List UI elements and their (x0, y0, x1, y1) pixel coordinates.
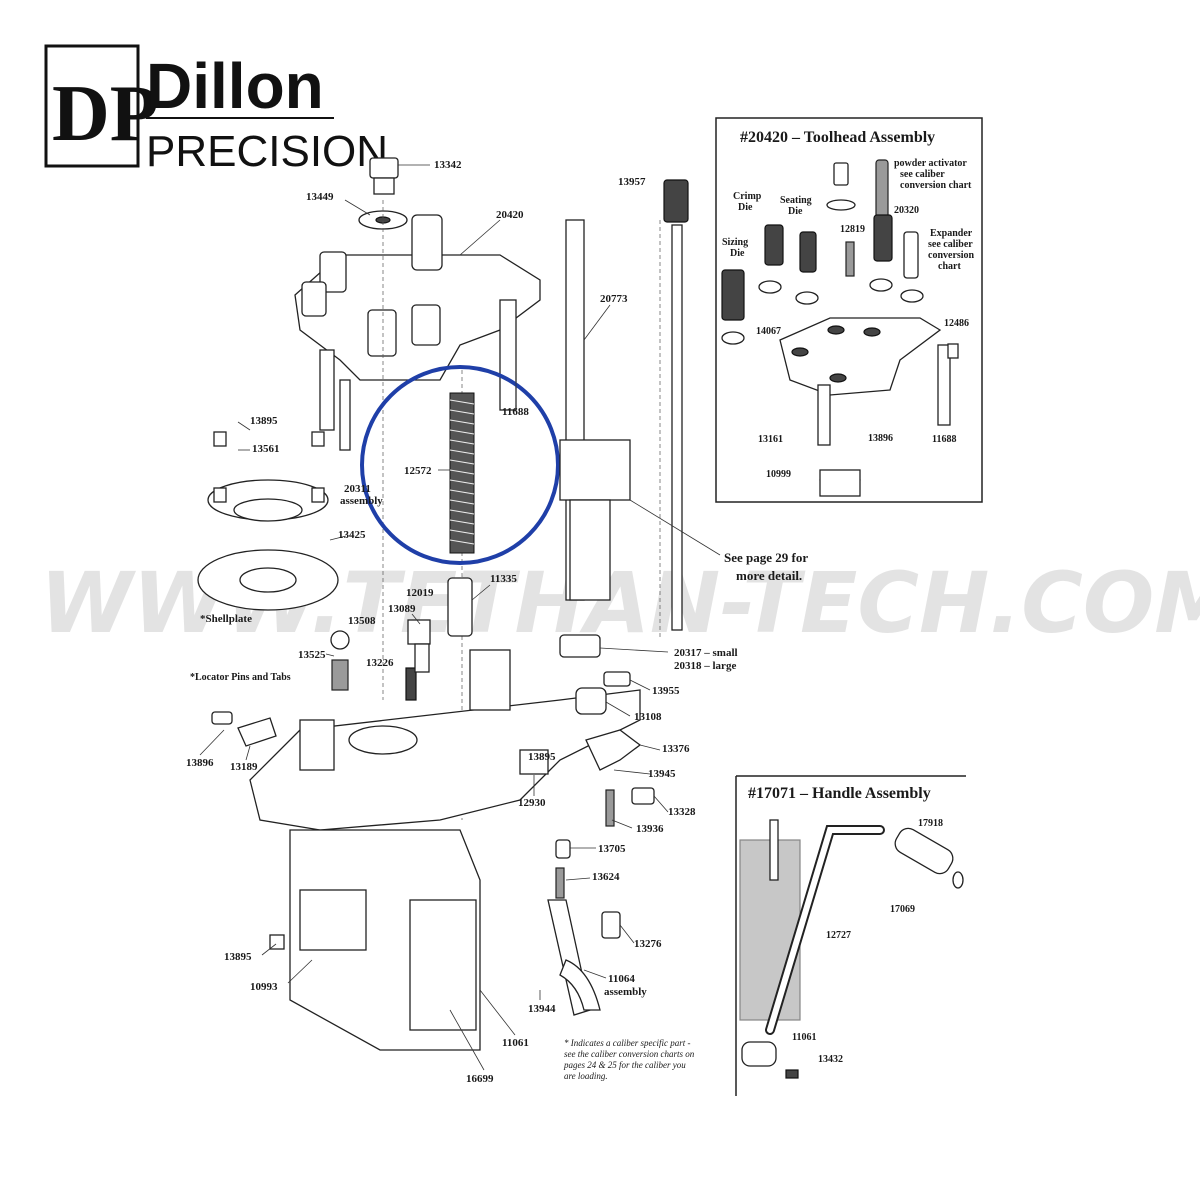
label-13226: 13226 (366, 657, 394, 669)
footnote-line-1: * Indicates a caliber specific part - (564, 1038, 690, 1048)
label-12019: 12019 (406, 587, 434, 599)
label-crimp: Crimp (733, 191, 762, 202)
label-17069: 17069 (890, 904, 915, 915)
label-13955: 13955 (652, 685, 680, 697)
label-13957: 13957 (618, 176, 646, 188)
footnote-line-3: pages 24 & 25 for the caliber you (563, 1060, 686, 1070)
logo-monogram: DP (52, 70, 159, 158)
label-13945: 13945 (648, 768, 676, 780)
label-11064: 11064 (608, 973, 635, 985)
label-expander-3: conversion (928, 250, 975, 261)
label-20773: 20773 (600, 293, 628, 305)
label-powder-2: see caliber (900, 169, 945, 180)
label-expander-4: chart (938, 261, 961, 272)
label-11688-th: 11688 (932, 434, 956, 445)
label-11064-assembly: assembly (604, 986, 647, 998)
label-20311-assembly: assembly (340, 495, 383, 507)
handle-assembly-box: #17071 – Handle Assembly 17918 17069 127… (735, 775, 966, 1096)
label-13189: 13189 (230, 761, 258, 773)
label-13161: 13161 (758, 434, 783, 445)
label-13561: 13561 (252, 443, 280, 455)
label-sizing-die: Die (730, 248, 745, 259)
see-page-line-1: See page 29 for (724, 550, 808, 565)
label-11335: 11335 (490, 573, 517, 585)
label-20317: 20317 – small (674, 647, 738, 659)
label-13895-a: 13895 (250, 415, 278, 427)
label-20420: 20420 (496, 209, 524, 221)
label-13108: 13108 (634, 711, 662, 723)
label-13508: 13508 (348, 615, 376, 627)
handle-title: #17071 – Handle Assembly (748, 785, 931, 802)
spring-12572 (449, 392, 475, 554)
label-locator: *Locator Pins and Tabs (190, 672, 291, 683)
label-10993: 10993 (250, 981, 278, 993)
label-13944: 13944 (528, 1003, 556, 1015)
toolhead-title: #20420 – Toolhead Assembly (740, 129, 935, 146)
label-16699: 16699 (466, 1073, 494, 1085)
logo-name-top: Dillon (146, 50, 324, 122)
label-13525: 13525 (298, 649, 326, 661)
main-press-drawing (197, 157, 689, 1051)
label-12486: 12486 (944, 318, 969, 329)
see-page-line-2: more detail. (736, 568, 802, 583)
label-20320: 20320 (894, 205, 919, 216)
label-13328: 13328 (668, 806, 696, 818)
label-12727: 12727 (826, 930, 851, 941)
label-13449: 13449 (306, 191, 334, 203)
label-powder-1: powder activator (894, 158, 967, 169)
label-13432: 13432 (818, 1054, 843, 1065)
leader-lines (199, 164, 721, 1071)
label-11061-h: 11061 (792, 1032, 816, 1043)
label-12819: 12819 (840, 224, 865, 235)
label-13896: 13896 (186, 757, 214, 769)
label-sizing: Sizing (722, 237, 748, 248)
label-13276: 13276 (634, 938, 662, 950)
label-20318: 20318 – large (674, 660, 736, 672)
label-12572: 12572 (404, 465, 432, 477)
label-expander-1: Expander (930, 228, 973, 239)
highlight-circle (360, 365, 560, 565)
label-shellplate: *Shellplate (200, 613, 252, 625)
logo-name-bottom: PRECISION (146, 127, 388, 176)
label-powder-3: conversion chart (900, 180, 972, 191)
dillon-precision-logo: DP Dillon PRECISION (44, 44, 388, 176)
label-12930: 12930 (518, 797, 546, 809)
label-13896-th: 13896 (868, 433, 893, 444)
label-13895-b: 13895 (528, 751, 556, 763)
label-13705: 13705 (598, 843, 626, 855)
main-labels: 13342 13449 20420 13957 20773 11688 1257… (186, 159, 808, 1085)
toolhead-assembly-box: #20420 – Toolhead Assembly Crimp Die Sea… (715, 117, 983, 503)
label-20311: 20311 (344, 483, 371, 495)
label-crimp-die: Die (738, 202, 753, 213)
footnote-line-4: are loading. (564, 1071, 608, 1081)
label-13342: 13342 (434, 159, 462, 171)
label-13376: 13376 (662, 743, 690, 755)
label-13895-c: 13895 (224, 951, 252, 963)
label-13936: 13936 (636, 823, 664, 835)
label-13089: 13089 (388, 603, 416, 615)
label-13425: 13425 (338, 529, 366, 541)
label-expander-2: see caliber (928, 239, 973, 250)
label-10999: 10999 (766, 469, 791, 480)
label-11688: 11688 (502, 406, 529, 418)
footnote-line-2: see the caliber conversion charts on (564, 1049, 695, 1059)
label-14067: 14067 (756, 326, 781, 337)
label-13624: 13624 (592, 871, 620, 883)
label-11061: 11061 (502, 1037, 529, 1049)
label-17918: 17918 (918, 818, 943, 829)
label-seating-die: Die (788, 206, 803, 217)
label-seating: Seating (780, 195, 812, 206)
